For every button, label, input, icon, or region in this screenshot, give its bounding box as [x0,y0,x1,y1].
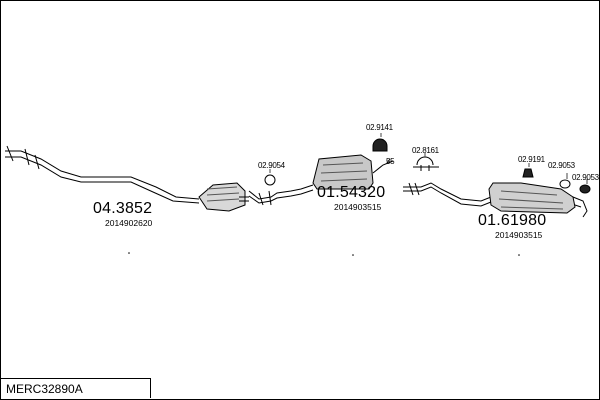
small-part-label: 02.9141 [366,123,393,132]
part-number-label: 04.3852 [93,200,153,217]
catalytic-converter [198,182,249,212]
small-part-label: 02.9053 [572,173,599,182]
small-part-label: 02.8161 [412,146,439,155]
part-ref-label: 2014902620 [105,218,153,228]
hanger-02-9141 [372,138,388,152]
hanger-02-9053-a [559,179,571,189]
part-ref-label: 2014903515 [495,230,543,240]
rear-silencer [488,182,576,214]
small-part-label: 02.9191 [518,155,545,164]
small-part-label: 02.9053 [548,161,575,170]
hanger-02-9053-b [579,184,591,194]
clamp-02-8161 [416,156,434,166]
gasket-02-9054 [264,174,276,186]
small-part-label: 55 [386,157,395,166]
small-part-label: 02.9054 [258,161,285,170]
middle-silencer [312,154,374,190]
part-ref-label: 2014903515 [334,202,382,212]
diagram-title: MERC32890A [1,378,151,398]
part-number-label: 01.61980 [478,212,547,229]
hanger-02-9191 [522,168,534,178]
front-pipe [5,150,200,200]
part-number-label: 01.54320 [317,184,386,201]
